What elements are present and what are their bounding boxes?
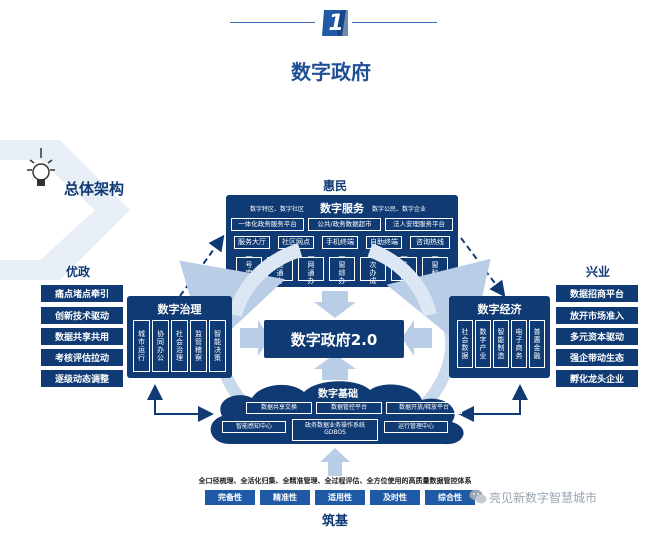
right-item-2: 放开市场准入 [556, 307, 638, 324]
right-item-5: 孵化龙头企业 [556, 370, 638, 387]
left-item-5: 逐级动态调整 [41, 370, 123, 387]
left-item-2: 创新技术驱动 [41, 307, 123, 324]
cloud-tag-5: 政务数据业务操作系统 GDBOS [292, 419, 378, 441]
background-chevron-shape [0, 140, 130, 280]
header-line-right [352, 22, 437, 23]
foundation-item-5: 综合性 [425, 490, 475, 505]
foundation-label: 筑基 [321, 514, 348, 529]
cloud-tag-3: 数据开放/释放平台 [386, 402, 462, 414]
service-channel-3: 手机终端 [322, 236, 358, 249]
watermark-text: 亮见新数字智慧城市 [489, 491, 598, 505]
service-pre-right: 数字公民、数字企业 [372, 206, 427, 213]
header-line-left [230, 22, 315, 23]
cloud-title: 数字基础 [318, 389, 358, 400]
header-number: 1 [328, 10, 344, 36]
economy-item-1: 社会数据 [457, 320, 473, 368]
foundation-description: 全口径梳理、全活化归集、全精准管理、全过程评估、全方位使用的高质量数据管控体系 [198, 477, 472, 485]
wechat-icon [469, 489, 487, 504]
top-label: 惠民 [322, 179, 347, 193]
economy-title: 数字经济 [477, 303, 522, 316]
digital-governance-box: 数字治理 城市运行 协同办公 社会治理 监管稽察 智能决策 [127, 296, 232, 378]
cloud-tag-2: 数据管控平台 [316, 402, 382, 414]
cloud-shape [210, 381, 464, 445]
digital-economy-box: 数字经济 社会数据 数字产业 智能制造 电子商务 普惠金融 [449, 296, 550, 378]
governance-item-1: 城市运行 [133, 320, 150, 372]
left-label: 优政 [65, 265, 90, 279]
governance-item-3: 社会治理 [171, 320, 188, 372]
governance-item-2: 协同办公 [152, 320, 169, 372]
governance-item-5: 智能决策 [209, 320, 226, 372]
service-platform-2: 公共/政务数据超市 [308, 218, 381, 231]
economy-item-2: 数字产业 [475, 320, 491, 368]
governance-item-4: 监管稽察 [190, 320, 207, 372]
section-title: 总体架构 [64, 180, 125, 198]
left-item-3: 数据共享共用 [41, 328, 123, 345]
economy-item-5: 普惠金融 [529, 320, 545, 368]
right-item-1: 数据招商平台 [556, 285, 638, 302]
foundation-item-4: 及时性 [370, 490, 420, 505]
service-channel-1: 服务大厅 [234, 236, 270, 249]
service-platform-1: 一体化政务服务平台 [231, 218, 304, 231]
right-item-4: 强企带动生态 [556, 349, 638, 366]
service-pre-left: 数字特区、数字社区 [250, 206, 305, 213]
foundation-item-2: 精准性 [260, 490, 310, 505]
digital-government-center: 数字政府2.0 [264, 320, 404, 358]
lightbulb-icon [27, 148, 55, 186]
service-title: 数字服务 [320, 202, 364, 215]
economy-item-3: 智能制造 [493, 320, 509, 368]
header-number-badge: 1 [322, 8, 350, 38]
foundation-item-1: 完备性 [205, 490, 255, 505]
cloud-tag-1: 数据共享交换 [246, 402, 312, 414]
service-channel-5: 咨询热线 [410, 236, 450, 249]
right-item-3: 多元资本驱动 [556, 328, 638, 345]
economy-item-4: 电子商务 [511, 320, 527, 368]
cloud-tag-6: 运行管理中心 [384, 421, 448, 433]
page-title: 数字政府 [291, 60, 371, 84]
center-title: 数字政府2.0 [290, 330, 378, 349]
left-item-1: 痛点堵点牵引 [41, 285, 123, 302]
service-platform-3: 法人安理服务平台 [385, 218, 453, 231]
right-label: 兴业 [585, 265, 610, 279]
left-item-4: 考核评估拉动 [41, 349, 123, 366]
cloud-tag-4: 智能感知中心 [222, 421, 286, 433]
foundation-item-3: 适用性 [315, 490, 365, 505]
governance-title: 数字治理 [157, 303, 202, 316]
